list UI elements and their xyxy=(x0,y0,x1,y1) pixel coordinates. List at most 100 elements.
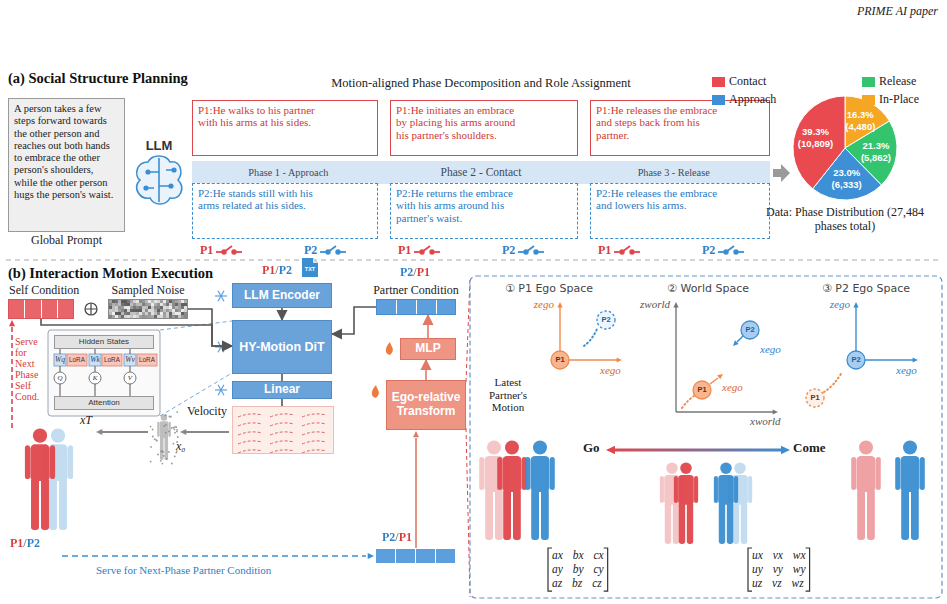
illustration-part xyxy=(161,463,163,465)
illustration-part xyxy=(178,309,181,312)
illustration-part xyxy=(130,300,133,303)
illustration-part xyxy=(911,489,919,540)
lora-box xyxy=(102,354,122,366)
illustration-part xyxy=(157,454,159,456)
section-title: (b) Interaction Motion Execution xyxy=(8,265,213,282)
axis-label: zworld xyxy=(640,298,670,311)
illustration-part xyxy=(152,436,154,438)
illustration-part xyxy=(157,315,160,318)
box-text: Linear xyxy=(264,383,300,397)
layer-box: Hidden States xyxy=(54,335,154,349)
panel-title: ② World Space xyxy=(667,283,749,296)
illustration-part xyxy=(163,312,166,315)
vector-circle xyxy=(89,372,101,384)
illustration-part xyxy=(679,502,685,544)
illustration-part xyxy=(157,312,160,315)
illustration-part xyxy=(173,443,175,445)
illustration-part xyxy=(218,291,224,301)
illustration-part xyxy=(218,385,224,395)
illustration-part xyxy=(172,309,175,312)
illustration-part xyxy=(109,309,112,312)
pie-value: (6,333) xyxy=(832,180,862,191)
illustration-part xyxy=(665,502,671,544)
legend-text: In-Place xyxy=(879,93,919,107)
illustration-part xyxy=(151,309,154,312)
human-figure xyxy=(497,441,527,541)
illustration-part xyxy=(541,489,549,540)
file-icon xyxy=(313,258,318,263)
role-switch xyxy=(320,246,346,254)
illustration-part xyxy=(127,306,130,309)
illustration-part xyxy=(485,456,504,492)
wire xyxy=(130,366,131,372)
human-figure xyxy=(674,462,698,544)
illustration-part xyxy=(166,312,169,315)
illustration-part xyxy=(33,429,47,443)
illustration-part xyxy=(859,441,873,455)
illustration-part xyxy=(232,250,236,254)
agent-marker: P1 xyxy=(697,386,706,395)
illustration-part xyxy=(154,306,157,309)
illustration-part xyxy=(51,429,65,443)
lora-label: LoRA xyxy=(139,356,155,363)
frozen-icon xyxy=(215,291,227,301)
condition-block xyxy=(376,549,395,563)
illustration-part xyxy=(115,306,118,309)
illustration-part xyxy=(170,416,172,418)
illustration-part xyxy=(109,303,112,306)
illustration-part xyxy=(139,309,142,312)
illustration-part xyxy=(901,456,920,492)
section-title: (a) Social Structure Planning xyxy=(8,70,188,87)
pie-value: (10,809) xyxy=(798,138,833,149)
illustration-part xyxy=(115,303,118,306)
matrix-row: uy vy wy xyxy=(752,563,806,576)
legend-swatch xyxy=(712,77,725,87)
illustration-part xyxy=(121,309,124,312)
illustration-part xyxy=(145,312,148,315)
illustration-part xyxy=(218,385,224,395)
illustration-part xyxy=(163,306,166,309)
illustration-part xyxy=(851,457,856,490)
illustration-part xyxy=(748,476,752,503)
illustration-part xyxy=(901,489,909,540)
box-heading: Global Prompt xyxy=(9,234,124,248)
weight-label: Wk xyxy=(90,356,100,365)
legend-item: Release xyxy=(862,75,916,89)
illustration-part xyxy=(737,336,743,342)
encoder-box: LLM Encoder xyxy=(232,283,332,308)
wire xyxy=(130,384,131,396)
illustration-part xyxy=(171,463,173,465)
illustration-part xyxy=(163,303,166,306)
axis-label: xworld xyxy=(750,415,781,428)
illustration-part xyxy=(146,170,150,174)
illustration-part xyxy=(127,309,130,312)
flow-connector xyxy=(427,315,429,338)
illustration-part xyxy=(176,411,178,413)
illustration-part xyxy=(734,462,745,473)
axis-label: zego xyxy=(534,298,554,311)
box-text: HY-Motion DiT xyxy=(239,340,324,354)
annotation: Latest Partner's Motion xyxy=(475,376,541,414)
illustration-part xyxy=(133,306,136,309)
illustration-part xyxy=(139,303,142,306)
illustration-part xyxy=(174,428,176,430)
illustration-part xyxy=(144,186,148,190)
illustration-part xyxy=(139,306,142,309)
legend-text: Release xyxy=(879,75,916,89)
legend-swatch xyxy=(862,77,875,87)
axis-label: xego xyxy=(760,343,781,356)
illustration-part xyxy=(479,457,484,490)
illustration-part xyxy=(172,300,175,303)
illustration-part xyxy=(151,312,154,315)
role-tag: P2 xyxy=(702,244,715,258)
illustration-part xyxy=(160,421,169,438)
illustration-part xyxy=(222,250,226,254)
wire xyxy=(95,366,96,372)
illustration-part xyxy=(130,315,133,318)
flow-streak xyxy=(302,450,326,453)
illustration-part xyxy=(118,309,121,312)
illustration-part xyxy=(169,309,172,312)
vector-label: V xyxy=(128,374,132,382)
role-pair: P2/P1 xyxy=(382,531,412,545)
